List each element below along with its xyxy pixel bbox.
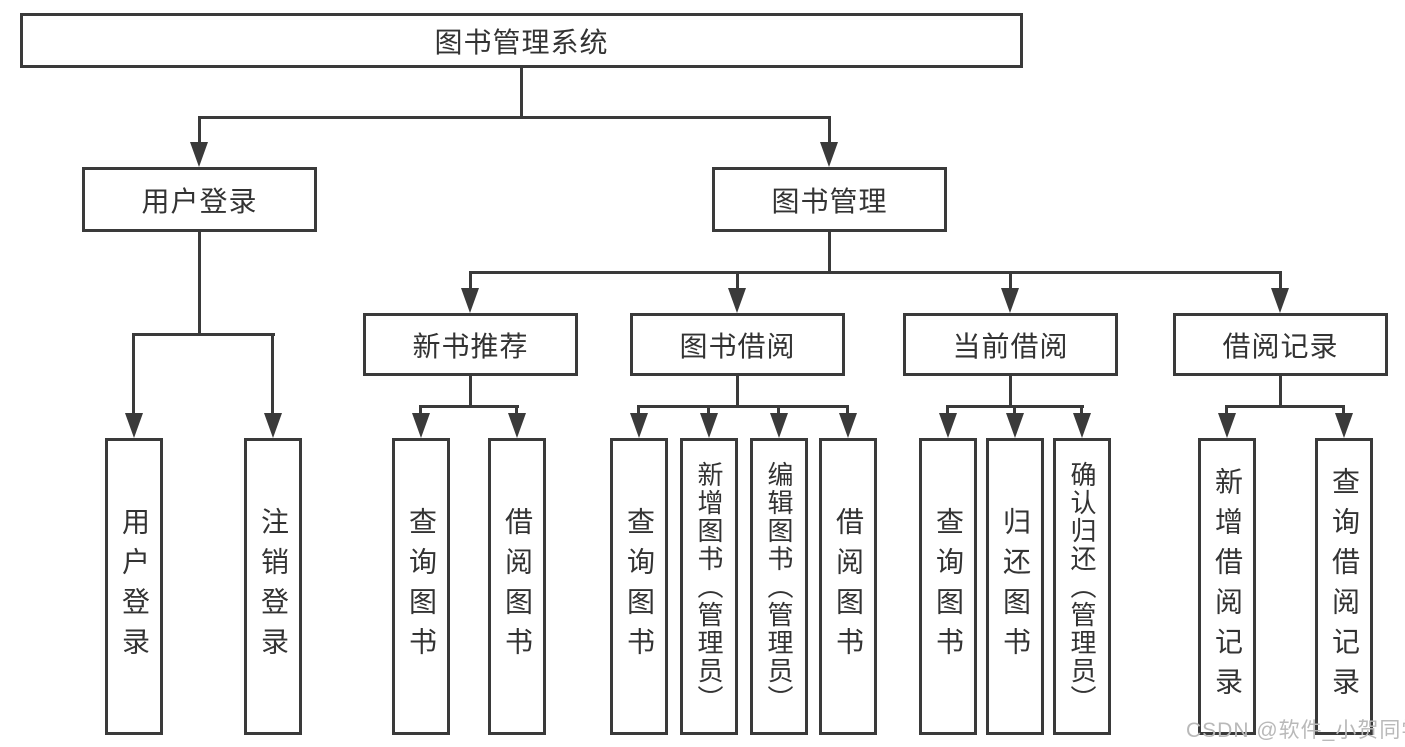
leaf-confirm-return-admin: 确认归还（管理员） xyxy=(1053,438,1111,735)
leaf-edit-book-admin: 编辑图书（管理员） xyxy=(750,438,808,735)
arrow-down-icon xyxy=(461,288,479,313)
connector-line xyxy=(198,116,831,119)
arrow-down-icon xyxy=(264,413,282,438)
node-label: 借阅记录 xyxy=(1222,330,1339,362)
node-label: 编辑图书（管理员） xyxy=(764,460,794,713)
arrow-down-icon xyxy=(1218,413,1236,438)
arrow-down-icon xyxy=(839,413,857,438)
connector-line xyxy=(736,271,739,291)
connector-line xyxy=(271,333,274,415)
arrow-down-icon xyxy=(630,413,648,438)
connector-line xyxy=(637,405,640,415)
node-label: 借阅图书 xyxy=(833,506,864,667)
connector-line xyxy=(469,376,472,408)
node-label: 图书管理 xyxy=(771,185,888,217)
connector-line xyxy=(637,405,849,408)
connector-line xyxy=(1080,405,1083,415)
connector-line xyxy=(707,405,710,415)
connector-line xyxy=(828,116,831,146)
connector-line xyxy=(515,405,518,415)
node-label: 当前借阅 xyxy=(952,330,1069,362)
arrow-down-icon xyxy=(700,413,718,438)
connector-line xyxy=(132,333,135,415)
arrow-down-icon xyxy=(939,413,957,438)
node-borrowing-records: 借阅记录 xyxy=(1173,313,1388,376)
arrow-down-icon xyxy=(1073,413,1091,438)
node-label: 借阅图书 xyxy=(502,506,533,667)
node-label: 新增借阅记录 xyxy=(1212,466,1243,707)
node-label: 图书管理系统 xyxy=(434,26,609,58)
connector-line xyxy=(419,405,422,415)
arrow-down-icon xyxy=(1271,288,1289,313)
connector-line xyxy=(469,271,472,291)
leaf-query-books-borrow: 查询图书 xyxy=(610,438,668,735)
connector-line xyxy=(1342,405,1345,415)
node-label: 新增图书（管理员） xyxy=(694,460,724,713)
leaf-query-borrow-record: 查询借阅记录 xyxy=(1315,438,1373,735)
arrow-down-icon xyxy=(125,413,143,438)
node-label: 查询图书 xyxy=(933,506,964,667)
leaf-query-books-current: 查询图书 xyxy=(919,438,977,735)
csdn-watermark: CSDN @软件_小贺同学 xyxy=(1186,719,1405,742)
node-label: 新书推荐 xyxy=(412,330,529,362)
node-label: 图书借阅 xyxy=(679,330,796,362)
leaf-return-book: 归还图书 xyxy=(986,438,1044,735)
connector-line xyxy=(1013,405,1016,415)
connector-line xyxy=(1279,376,1282,408)
node-label: 确认归还（管理员） xyxy=(1067,460,1097,713)
connector-line xyxy=(736,376,739,408)
connector-line xyxy=(132,333,275,336)
connector-line xyxy=(520,68,523,118)
node-label: 用户登录 xyxy=(141,185,258,217)
node-library-management-system: 图书管理系统 xyxy=(20,13,1023,68)
connector-line xyxy=(198,116,201,146)
connector-line xyxy=(846,405,849,415)
connector-line xyxy=(1225,405,1345,408)
arrow-down-icon xyxy=(1335,413,1353,438)
node-label: 查询图书 xyxy=(624,506,655,667)
arrow-down-icon xyxy=(728,288,746,313)
arrow-down-icon xyxy=(1001,288,1019,313)
node-label: 归还图书 xyxy=(1000,506,1031,667)
arrow-down-icon xyxy=(770,413,788,438)
node-book-borrowing: 图书借阅 xyxy=(630,313,845,376)
leaf-logout: 注销登录 xyxy=(244,438,302,735)
leaf-add-book-admin: 新增图书（管理员） xyxy=(680,438,738,735)
arrow-down-icon xyxy=(190,142,208,167)
node-book-management: 图书管理 xyxy=(712,167,947,232)
connector-line xyxy=(946,405,949,415)
connector-line xyxy=(419,405,519,408)
node-current-borrowing: 当前借阅 xyxy=(903,313,1118,376)
node-new-book-recommend: 新书推荐 xyxy=(363,313,578,376)
arrow-down-icon xyxy=(820,142,838,167)
arrow-down-icon xyxy=(412,413,430,438)
arrow-down-icon xyxy=(508,413,526,438)
node-user-login: 用户登录 xyxy=(82,167,317,232)
connector-line xyxy=(777,405,780,415)
arrow-down-icon xyxy=(1006,413,1024,438)
connector-line xyxy=(1009,271,1012,291)
connector-line xyxy=(828,232,831,274)
leaf-borrow-books: 借阅图书 xyxy=(819,438,877,735)
node-label: 用户登录 xyxy=(119,506,150,667)
leaf-borrow-books-recommend: 借阅图书 xyxy=(488,438,546,735)
leaf-query-books-recommend: 查询图书 xyxy=(392,438,450,735)
node-label: 注销登录 xyxy=(258,506,289,667)
connector-line xyxy=(198,232,201,336)
connector-line xyxy=(1225,405,1228,415)
node-label: 查询图书 xyxy=(406,506,437,667)
connector-line xyxy=(469,271,1281,274)
connector-line xyxy=(1279,271,1282,291)
leaf-add-borrow-record: 新增借阅记录 xyxy=(1198,438,1256,735)
connector-line xyxy=(1009,376,1012,408)
leaf-user-login: 用户登录 xyxy=(105,438,163,735)
node-label: 查询借阅记录 xyxy=(1329,466,1360,707)
